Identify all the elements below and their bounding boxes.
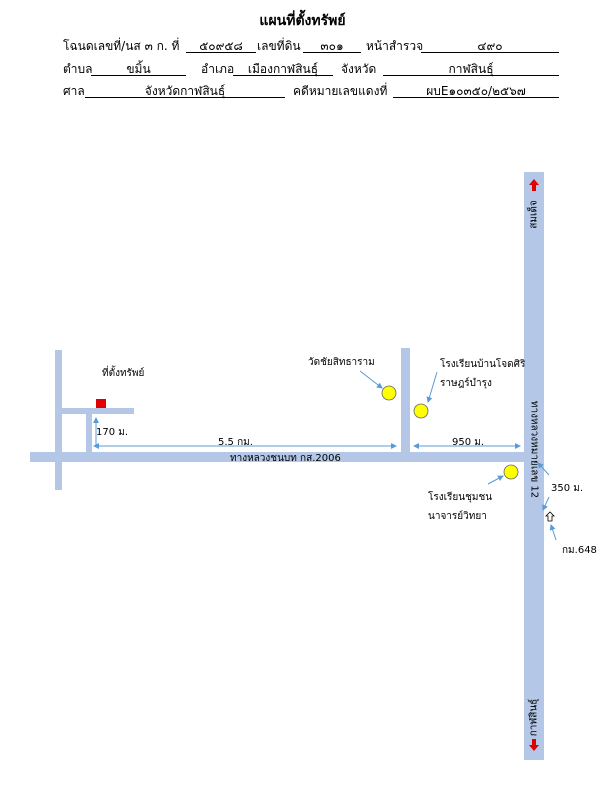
- school1-pointer: [426, 371, 438, 403]
- case-label: คดีหมายเลขแดงที่: [293, 84, 388, 98]
- temple-marker: [381, 385, 397, 401]
- km-pointer: [549, 524, 557, 541]
- subdistrict-value: ขมิ้น: [91, 60, 186, 76]
- school2-pointer: [487, 475, 504, 485]
- case-value: ผบE๑๐๓๕๐/๒๕๖๗: [393, 82, 559, 98]
- property-marker: [96, 399, 106, 408]
- rural-road-2006: [30, 452, 524, 462]
- deed-value: ๕๐๙๕๘: [186, 37, 256, 53]
- subdistrict-label: ตำบล: [63, 62, 93, 76]
- district-value: เมืองกาฬสินธุ์: [233, 60, 333, 76]
- temple-label: วัดชัยสิทธาราม: [308, 357, 375, 368]
- survey-value: ๔๙๐: [421, 37, 559, 53]
- side-road-branch: [62, 408, 134, 414]
- province-value: กาฬสินธุ์: [383, 60, 559, 76]
- distance-350m-label: 350 ม.: [551, 483, 584, 494]
- court-label: ศาล: [63, 84, 85, 98]
- north-arrow-icon: [529, 179, 539, 191]
- school1-label-line2: ราษฎร์บำรุง: [440, 378, 492, 389]
- temple-pointer: [359, 370, 383, 389]
- highway-label: ทางหลวงหมายเลข 12: [528, 400, 540, 499]
- land-no-label: เลขที่ดิน: [257, 39, 301, 53]
- highway-12-road: [524, 172, 544, 760]
- school1-marker: [413, 403, 429, 419]
- page-title: แผนที่ตั้งทรัพย์: [259, 13, 346, 29]
- province-label: จังหวัด: [341, 62, 377, 76]
- school2-label-line2: นาจารย์วิทยา: [428, 511, 487, 522]
- south-arrow-icon: [529, 739, 539, 751]
- south-direction-label: กาฬสินธุ์: [528, 698, 540, 737]
- school2-marker: [503, 464, 519, 480]
- distance-950m-label: 950 ม.: [452, 437, 485, 448]
- school1-label-line1: โรงเรียนบ้านโจดศิริ: [440, 359, 526, 370]
- court-value: จังหวัดกาฬสินธุ์: [85, 82, 285, 98]
- deed-label: โฉนดเลขที่/นส ๓ ก. ที่: [63, 39, 180, 53]
- km-post-icon: [545, 511, 555, 522]
- side-road-middle: [401, 348, 410, 452]
- side-road-left: [55, 350, 62, 490]
- side-road-access: [86, 414, 92, 452]
- header-row-deed: โฉนดเลขที่/นส ๓ ก. ที่ ๕๐๙๕๘ เลขที่ดิน ๓…: [63, 37, 563, 53]
- header-row-location: ตำบล ขมิ้น อำเภอ เมืองกาฬสินธุ์ จังหวัด …: [63, 60, 563, 76]
- rural-road-label: ทางหลวงชนบท กส.2006: [230, 453, 341, 464]
- distance-170m-label: 170 ม.: [96, 427, 129, 438]
- property-label: ที่ตั้งทรัพย์: [102, 368, 145, 379]
- distance-arrow-350m-bottom: [542, 496, 550, 511]
- distance-arrow-350m-top: [537, 462, 550, 476]
- distance-5-5km-label: 5.5 กม.: [218, 437, 253, 448]
- km-marker-label: กม.648: [562, 545, 597, 556]
- district-label: อำเภอ: [201, 62, 235, 76]
- header-row-court: ศาล จังหวัดกาฬสินธุ์ คดีหมายเลขแดงที่ ผบ…: [63, 82, 563, 98]
- survey-label: หน้าสำรวจ: [366, 39, 424, 53]
- north-direction-label: สมเด็จ: [528, 200, 540, 229]
- land-no-value: ๓๐๑: [303, 37, 361, 53]
- school2-label-line1: โรงเรียนชุมชน: [428, 492, 493, 503]
